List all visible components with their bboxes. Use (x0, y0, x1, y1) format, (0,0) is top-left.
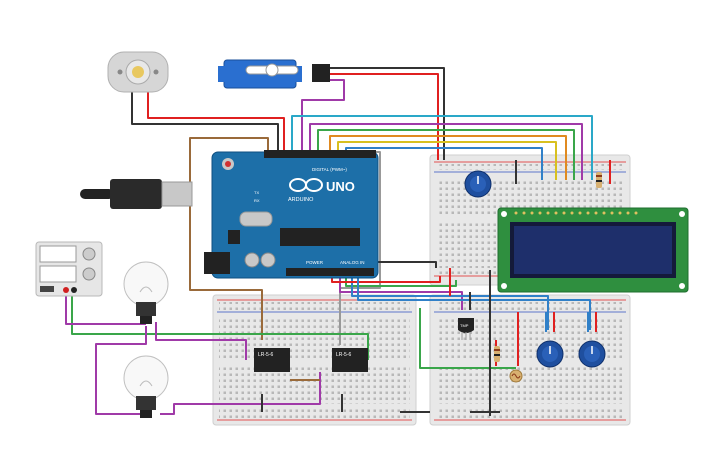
relay-label: LR-5-6 (258, 352, 274, 358)
resistor-icon (494, 346, 500, 362)
wire-servo-signal (301, 79, 345, 160)
lcd-icon[interactable] (497, 207, 689, 293)
servo-icon[interactable] (218, 59, 330, 89)
wire-lcd-2 (309, 123, 583, 180)
wire-lcd-1 (291, 115, 593, 180)
wire-lcd-3 (317, 129, 575, 180)
sensor-label: TMP (460, 323, 469, 328)
photoresistor-icon[interactable] (509, 369, 523, 383)
potentiometer-icon[interactable] (578, 340, 606, 368)
wire-analog-1 (345, 272, 457, 287)
breadboard-bottom-right (429, 294, 631, 426)
arduino-brand: ARDUINO (288, 197, 314, 203)
power-analog-header[interactable] (286, 268, 374, 276)
wire-psu-purple (65, 292, 146, 325)
potentiometer-icon[interactable] (536, 340, 564, 368)
wire-motor-black (131, 92, 279, 160)
wire-relay-bulb2 (160, 372, 321, 415)
wire-psu-green (71, 292, 369, 360)
wire-ldr-green (419, 308, 516, 369)
breadboard-bottom-left (212, 294, 417, 426)
atmega-chip (280, 228, 360, 246)
digital-header[interactable] (264, 150, 376, 158)
resistor-icon (596, 172, 602, 188)
usb-cable-icon (80, 179, 193, 209)
relay-icon[interactable]: LR-5-6 (254, 348, 290, 372)
wires (65, 67, 611, 416)
power-label: POWER (306, 260, 324, 265)
wire-gnd (372, 261, 437, 268)
wire-servo-black (330, 67, 445, 160)
analog-label: ANALOG IN (340, 260, 365, 265)
arduino-model: UNO (326, 179, 355, 194)
temperature-sensor-icon[interactable]: TMP (458, 318, 474, 340)
light-bulb-icon[interactable] (123, 261, 169, 324)
rx-label: RX (254, 198, 260, 203)
light-bulb-icon[interactable] (123, 355, 169, 418)
wire-relay-control-1 (189, 137, 269, 340)
wire-motor-red (147, 92, 285, 160)
dc-motor-icon[interactable] (107, 51, 169, 93)
wire-bulb-purple (95, 326, 147, 415)
potentiometer-icon[interactable] (464, 170, 492, 198)
relay-icon[interactable]: LR-5-6 (332, 348, 368, 372)
wire-pot-2 (357, 272, 591, 330)
relay-label: LR-5-6 (336, 352, 352, 358)
wire-servo-red (330, 73, 439, 160)
digital-label: DIGITAL (PWM~) (312, 167, 347, 172)
arduino-logo-icon (289, 178, 323, 192)
wire-relay-bulb1 (155, 322, 247, 360)
tx-label: TX (254, 190, 259, 195)
power-supply-icon[interactable] (35, 241, 103, 297)
wire-lcd-4 (329, 135, 567, 180)
arduino-uno-board[interactable]: UNO ARDUINO DIGITAL (PWM~) POWER ANALOG … (204, 150, 379, 279)
